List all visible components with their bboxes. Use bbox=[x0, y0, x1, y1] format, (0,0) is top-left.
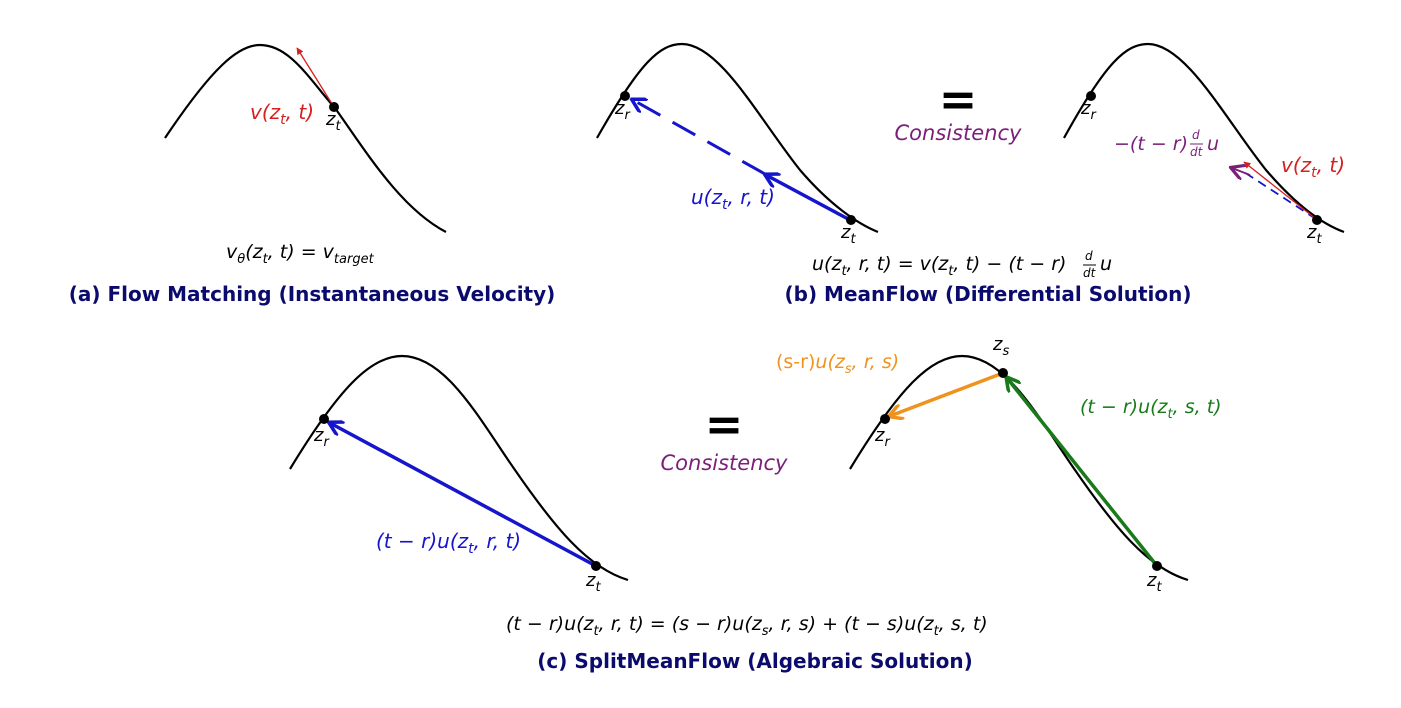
svg-text:u: u bbox=[1207, 133, 1219, 155]
mean-label: (t − r)u(zt, r, t) bbox=[376, 529, 521, 557]
svg-text:dt: dt bbox=[1190, 145, 1204, 159]
label-zt: zt bbox=[1306, 222, 1322, 247]
segment-ts-label: (t − r)u(zt, s, t) bbox=[1080, 396, 1222, 422]
consistency-label: Consistency bbox=[661, 451, 789, 475]
label-zt: zt bbox=[840, 222, 856, 247]
mean-velocity-dashed bbox=[633, 100, 766, 176]
trajectory-curve-c-right bbox=[849, 354, 1189, 582]
svg-text:u(zt, r, t) = v(zt, t) − (t −: u(zt, r, t) = v(zt, t) − (t − r) bbox=[812, 253, 1066, 279]
point-zt bbox=[591, 561, 601, 571]
caption-b: (b) MeanFlow (Differential Solution) bbox=[785, 282, 1192, 306]
label-zs: zs bbox=[992, 334, 1009, 359]
panel-b: zr zt u(zt, r, t) = Consistency zr zt v(… bbox=[596, 42, 1345, 306]
svg-text:dt: dt bbox=[1083, 266, 1097, 280]
panel-c: zr zt (t − r)u(zt, r, t) = Consistency z… bbox=[289, 334, 1222, 673]
label-zr: zr bbox=[1080, 98, 1097, 123]
svg-text:d: d bbox=[1085, 249, 1093, 263]
equation-a: vθ(zt, t) = vtarget bbox=[226, 241, 375, 267]
equals-sign: = bbox=[705, 397, 744, 451]
velocity-label: v(zt, t) bbox=[1281, 153, 1345, 181]
consistency-label: Consistency bbox=[895, 121, 1023, 145]
mean-velocity-arrow bbox=[330, 423, 597, 568]
caption-a: (a) Flow Matching (Instantaneous Velocit… bbox=[69, 282, 556, 306]
correction-label: −(t − r) d dt u bbox=[1114, 128, 1219, 159]
label-zt: zt bbox=[1146, 570, 1162, 595]
label-zr: zr bbox=[313, 425, 330, 450]
velocity-label: v(zt, t) bbox=[250, 100, 314, 128]
point-zt bbox=[1152, 561, 1162, 571]
svg-text:d: d bbox=[1192, 128, 1200, 142]
trajectory-curve-c-left bbox=[289, 354, 629, 582]
point-zs bbox=[998, 368, 1008, 378]
equation-b: u(zt, r, t) = v(zt, t) − (t − r) d dt u bbox=[812, 249, 1112, 280]
trajectory-curve-b-right bbox=[1063, 42, 1345, 234]
point-zt bbox=[1312, 215, 1322, 225]
segment-sr-arrow bbox=[890, 371, 1004, 416]
label-zt: zt bbox=[585, 570, 601, 595]
equals-sign: = bbox=[939, 72, 978, 126]
label-zr: zr bbox=[874, 425, 891, 450]
label-zr: zr bbox=[614, 98, 631, 123]
svg-text:u: u bbox=[1100, 253, 1112, 275]
panel-a: zt v(zt, t) vθ(zt, t) = vtarget (a) Flow… bbox=[69, 43, 556, 306]
point-zr bbox=[319, 414, 329, 424]
mean-label: u(zt, r, t) bbox=[691, 185, 775, 213]
svg-text:−(t − r): −(t − r) bbox=[1114, 133, 1188, 155]
point-zt bbox=[846, 215, 856, 225]
trajectory-curve bbox=[164, 43, 447, 233]
equation-c: (t − r)u(zt, r, t) = (s − r)u(zs, r, s) … bbox=[506, 613, 988, 639]
segment-ts-arrow bbox=[1007, 378, 1159, 568]
point-zr bbox=[1086, 91, 1096, 101]
correction-dashed bbox=[1243, 171, 1317, 220]
segment-sr-label: (s-r)u(zs, r, s) bbox=[776, 351, 899, 377]
correction-arrow bbox=[1232, 168, 1251, 175]
trajectory-curve-b-left bbox=[596, 42, 879, 234]
point-zr bbox=[880, 414, 890, 424]
caption-c: (c) SplitMeanFlow (Algebraic Solution) bbox=[537, 649, 972, 673]
point-zt bbox=[329, 102, 339, 112]
instant-velocity-arrow bbox=[1243, 161, 1317, 220]
point-zr bbox=[620, 91, 630, 101]
instant-velocity-arrow bbox=[296, 47, 335, 108]
mean-velocity-arrow bbox=[766, 175, 851, 222]
